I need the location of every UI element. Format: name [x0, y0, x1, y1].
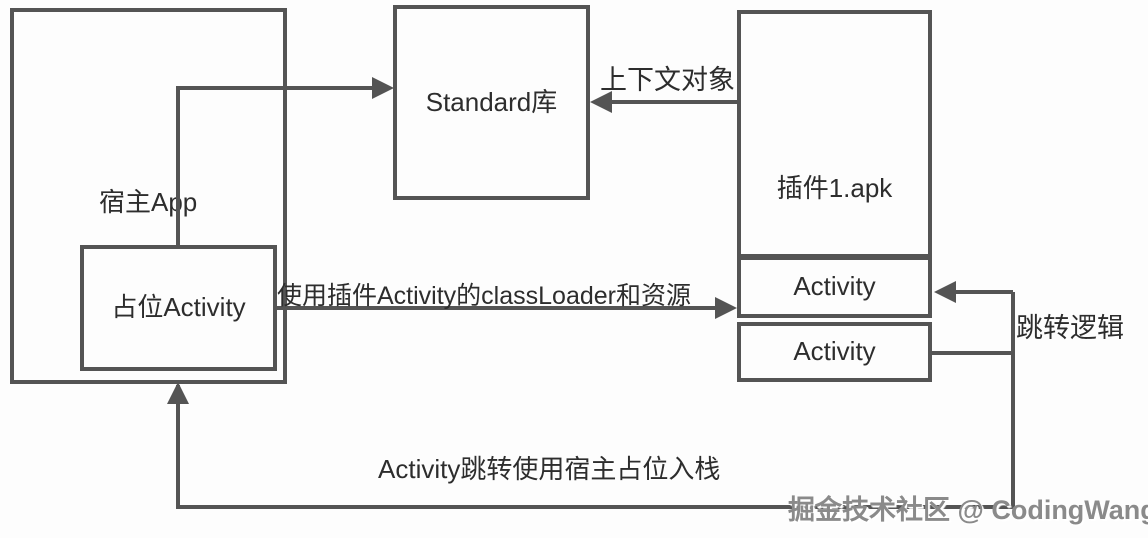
- connector-stack-jump-horizontal: [176, 505, 1015, 509]
- arrowhead-into-host-icon: [167, 382, 189, 404]
- plugin-apk-label: 插件1.apk: [776, 173, 893, 203]
- watermark-text: 掘金技术社区 @ CodingWang: [788, 495, 1148, 525]
- jump-logic-edge-label: 跳转逻辑: [1016, 313, 1124, 343]
- placeholder-activity-label: 占位Activity: [111, 292, 246, 323]
- host-app-box: 宿主App: [10, 8, 287, 384]
- connector-jump-logic-bottom: [932, 351, 1015, 355]
- arrowhead-into-standard-icon: [372, 77, 394, 99]
- plugin-activity-bottom-box: Activity: [737, 322, 932, 382]
- plugin-apk-box: 插件1.apk: [737, 10, 932, 258]
- placeholder-activity-box: 占位Activity: [80, 245, 277, 371]
- host-app-label: 宿主App: [99, 187, 198, 217]
- connector-plugin-to-standard: [610, 100, 737, 104]
- plugin-activity-top-label: Activity: [793, 271, 876, 302]
- classloader-edge-label: 使用插件Activity的classLoader和资源: [277, 282, 691, 310]
- arrowhead-classloader-icon: [715, 297, 737, 319]
- standard-lib-box: Standard库: [393, 5, 590, 200]
- connector-host-to-standard-vertical: [176, 88, 180, 248]
- arrowhead-jump-logic-icon: [934, 281, 956, 303]
- connector-host-to-standard-horizontal: [176, 86, 374, 90]
- plugin-activity-bottom-label: Activity: [793, 336, 876, 367]
- connector-stack-jump-vertical: [176, 385, 180, 507]
- arrowhead-context-object-icon: [590, 91, 612, 113]
- context-object-edge-label: 上下文对象: [600, 65, 735, 95]
- connector-jump-logic-vertical: [1011, 292, 1015, 507]
- connector-placeholder-to-plugin: [277, 306, 717, 310]
- connector-jump-logic-top: [956, 290, 1013, 294]
- plugin-activity-top-box: Activity: [737, 256, 932, 318]
- standard-lib-label: Standard库: [425, 86, 558, 117]
- stack-jump-edge-label: Activity跳转使用宿主占位入栈: [378, 454, 721, 484]
